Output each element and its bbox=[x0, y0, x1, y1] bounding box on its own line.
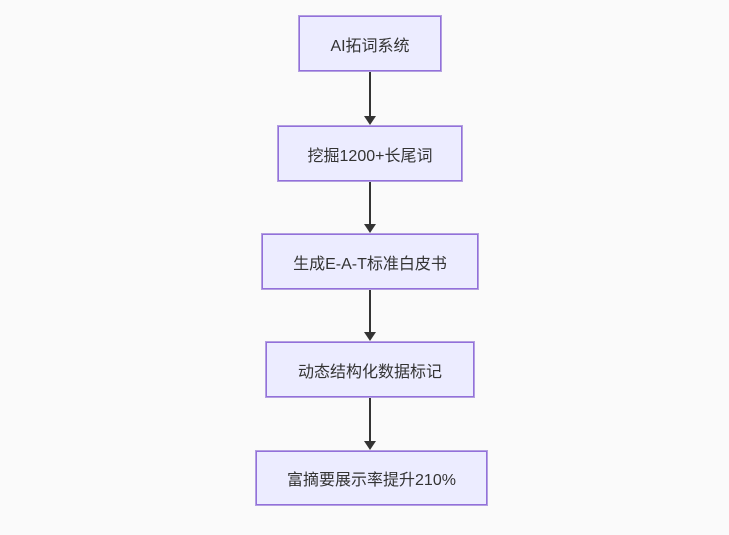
node-ai-keyword-system: AI拓词系统 bbox=[298, 15, 442, 72]
node-structured-data-markup: 动态结构化数据标记 bbox=[265, 341, 475, 398]
node-label: AI拓词系统 bbox=[330, 37, 410, 55]
node-label: 动态结构化数据标记 bbox=[297, 363, 442, 381]
node-label: 生成E-A-T标准白皮书 bbox=[293, 255, 447, 273]
node-rich-snippet-result: 富摘要展示率提升210% bbox=[255, 450, 488, 506]
edge-1-2 bbox=[364, 72, 376, 125]
node-longtail-mining: 挖掘1200+长尾词 bbox=[277, 125, 463, 182]
arrowhead-down-icon bbox=[364, 116, 376, 125]
edge-4-5 bbox=[364, 398, 376, 450]
node-label: 富摘要展示率提升210% bbox=[287, 472, 456, 489]
node-eat-whitepaper: 生成E-A-T标准白皮书 bbox=[261, 233, 479, 290]
arrow-line bbox=[369, 398, 371, 441]
arrow-line bbox=[369, 290, 371, 332]
arrow-line bbox=[369, 72, 371, 116]
edge-3-4 bbox=[364, 290, 376, 341]
arrowhead-down-icon bbox=[364, 332, 376, 341]
arrow-line bbox=[369, 182, 371, 224]
arrowhead-down-icon bbox=[364, 224, 376, 233]
edge-2-3 bbox=[364, 182, 376, 233]
node-label: 挖掘1200+长尾词 bbox=[307, 147, 433, 165]
arrowhead-down-icon bbox=[364, 441, 376, 450]
